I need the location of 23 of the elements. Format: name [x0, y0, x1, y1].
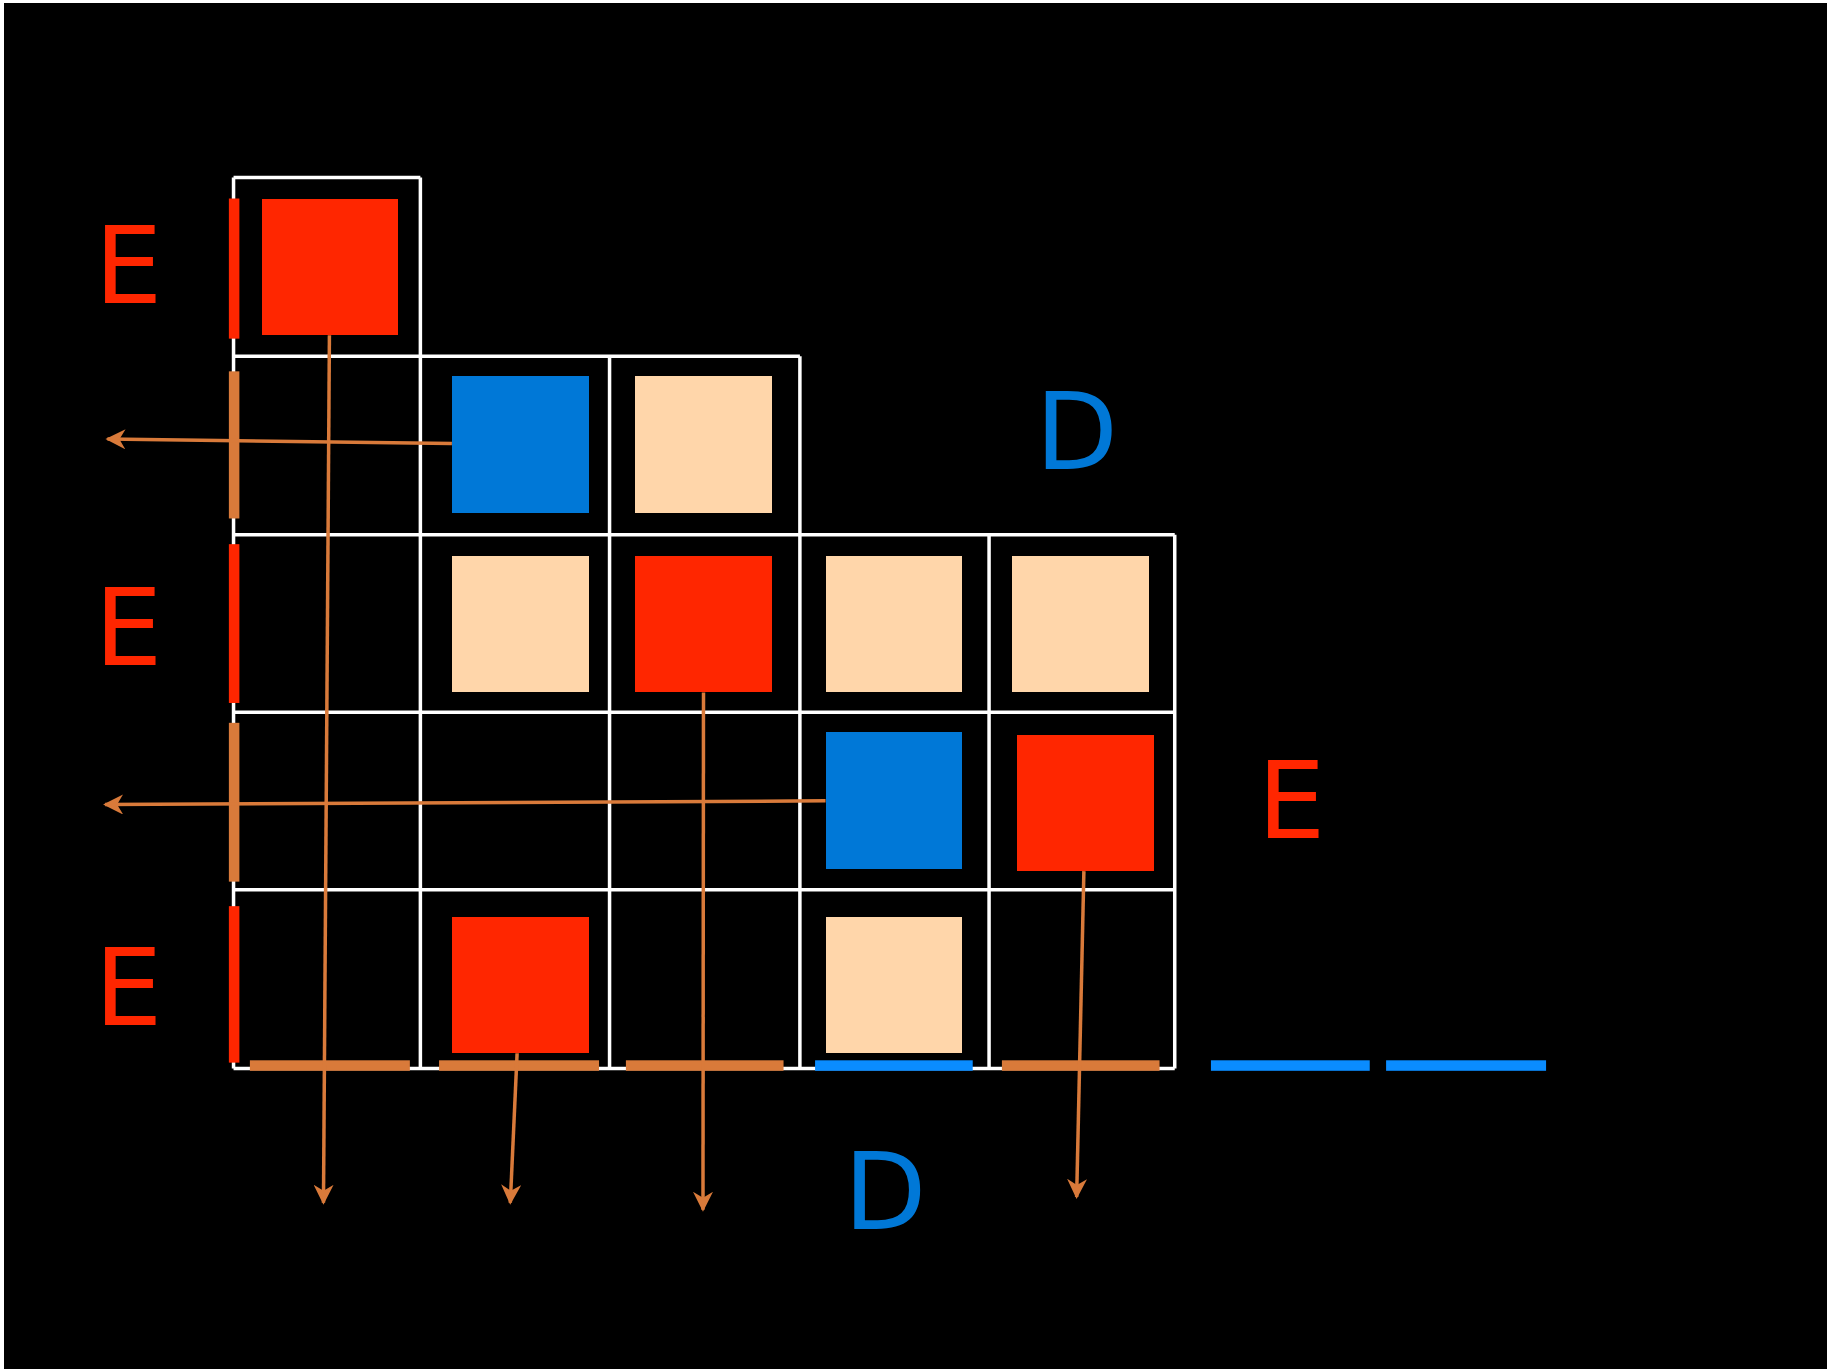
colored-square — [825, 916, 963, 1054]
letter-label: E — [94, 574, 163, 682]
colored-square — [825, 732, 963, 869]
colored-square — [635, 555, 772, 693]
letter-label: D — [843, 1138, 927, 1246]
arrow — [313, 335, 334, 1205]
letter-label: E — [94, 934, 163, 1042]
letter-label: E — [1257, 747, 1326, 855]
colored-square — [451, 916, 589, 1054]
arrow — [693, 692, 713, 1212]
colored-square — [261, 198, 399, 336]
colored-square — [825, 555, 963, 693]
arrow — [103, 794, 826, 815]
arrow — [105, 429, 452, 450]
colored-square — [451, 555, 589, 693]
colored-square — [1012, 555, 1149, 693]
colored-square — [635, 376, 772, 513]
colored-square — [451, 376, 589, 513]
letter-label: E — [94, 212, 163, 320]
letter-label: D — [1035, 378, 1118, 486]
colored-square — [1017, 734, 1154, 872]
arrow — [1067, 871, 1088, 1199]
arrow — [501, 1053, 522, 1205]
